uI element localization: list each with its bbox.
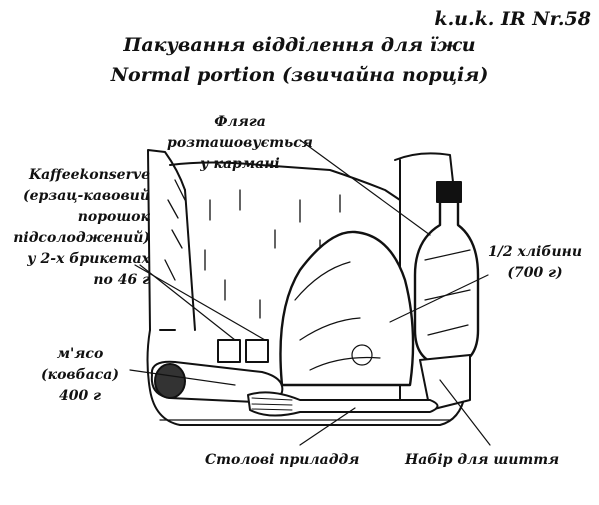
coffee-label: Kaffeekonserve (ерзац-кавовий порошок пі… [0, 165, 150, 291]
bread-loaf-shape [279, 230, 415, 387]
meat-label-line3: 400 г [59, 388, 101, 404]
page-subtitle: Normal portion (звичайна порція) [110, 64, 489, 86]
flask-label-line2: у кармані [200, 156, 280, 172]
flask-label: Фляга розташовується у кармані [140, 112, 340, 175]
unit-label: k.u.k. IR Nr.58 [434, 8, 591, 30]
coffee-label-line2: (ерзац-кавовий [22, 188, 150, 204]
bread-label: 1/2 хлібини (700 г) [480, 242, 590, 284]
page-title: Пакування відділення для їжи [123, 34, 476, 56]
coffee-label-line1: Kaffeekonserve [28, 167, 150, 183]
cutlery-shape [247, 391, 439, 417]
cutlery-label: Столові приладдя [205, 452, 360, 468]
coffee-briquette-2 [245, 339, 269, 363]
meat-label-line2: (ковбаса) [40, 367, 120, 383]
bread-label-line1: 1/2 хлібини [487, 244, 583, 260]
flask-label-line1: Фляга розташовується [167, 114, 313, 151]
compartment-outline [147, 149, 401, 411]
bread-label-line2: (700 г) [507, 265, 563, 281]
sewing-kit-shape [419, 354, 471, 411]
coffee-label-line6: по 46 г [93, 272, 150, 288]
meat-label: м'ясо (ковбаса) 400 г [30, 344, 130, 407]
coffee-label-line3: порошок [77, 209, 150, 225]
coffee-label-line5: у 2-х брикетах [27, 251, 150, 267]
meat-label-line1: м'ясо [56, 346, 104, 362]
coffee-briquette-1 [217, 339, 241, 363]
flask-shape [413, 198, 480, 367]
coffee-label-line4: підсолоджений) [13, 230, 150, 246]
sewing-kit-label: Набір для шиття [405, 452, 560, 468]
